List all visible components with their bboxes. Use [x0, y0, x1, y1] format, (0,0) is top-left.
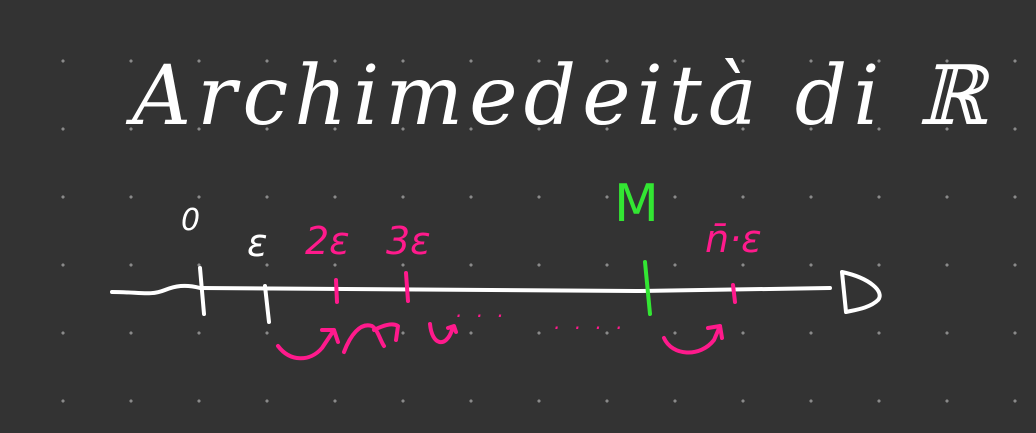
- number-line-arrowhead: [840, 270, 882, 314]
- ellipsis-right: · · · ·: [553, 316, 626, 340]
- label-m: M: [614, 174, 659, 234]
- tick-m: [643, 260, 652, 316]
- tick-two-epsilon: [334, 278, 339, 304]
- tick-n-epsilon: [731, 283, 737, 304]
- label-two-epsilon: 2ε: [305, 219, 350, 263]
- label-zero: 0: [181, 203, 201, 238]
- label-epsilon: ε: [247, 221, 268, 265]
- hop-arc-3: [428, 322, 458, 344]
- ellipsis-left: · · ·: [455, 304, 507, 328]
- hop-arc-1: [276, 328, 340, 361]
- tick-zero: [198, 266, 206, 316]
- page-title: Archimedeità di ℝ: [132, 49, 992, 144]
- label-three-epsilon: 3ε: [386, 219, 431, 263]
- hop-arc-2: [342, 322, 400, 354]
- tick-three-epsilon: [404, 271, 410, 303]
- number-line-axis: [110, 283, 832, 296]
- label-n-epsilon: n̄·ε: [705, 217, 762, 261]
- hop-arc-last: [662, 324, 724, 355]
- tick-epsilon: [263, 284, 271, 324]
